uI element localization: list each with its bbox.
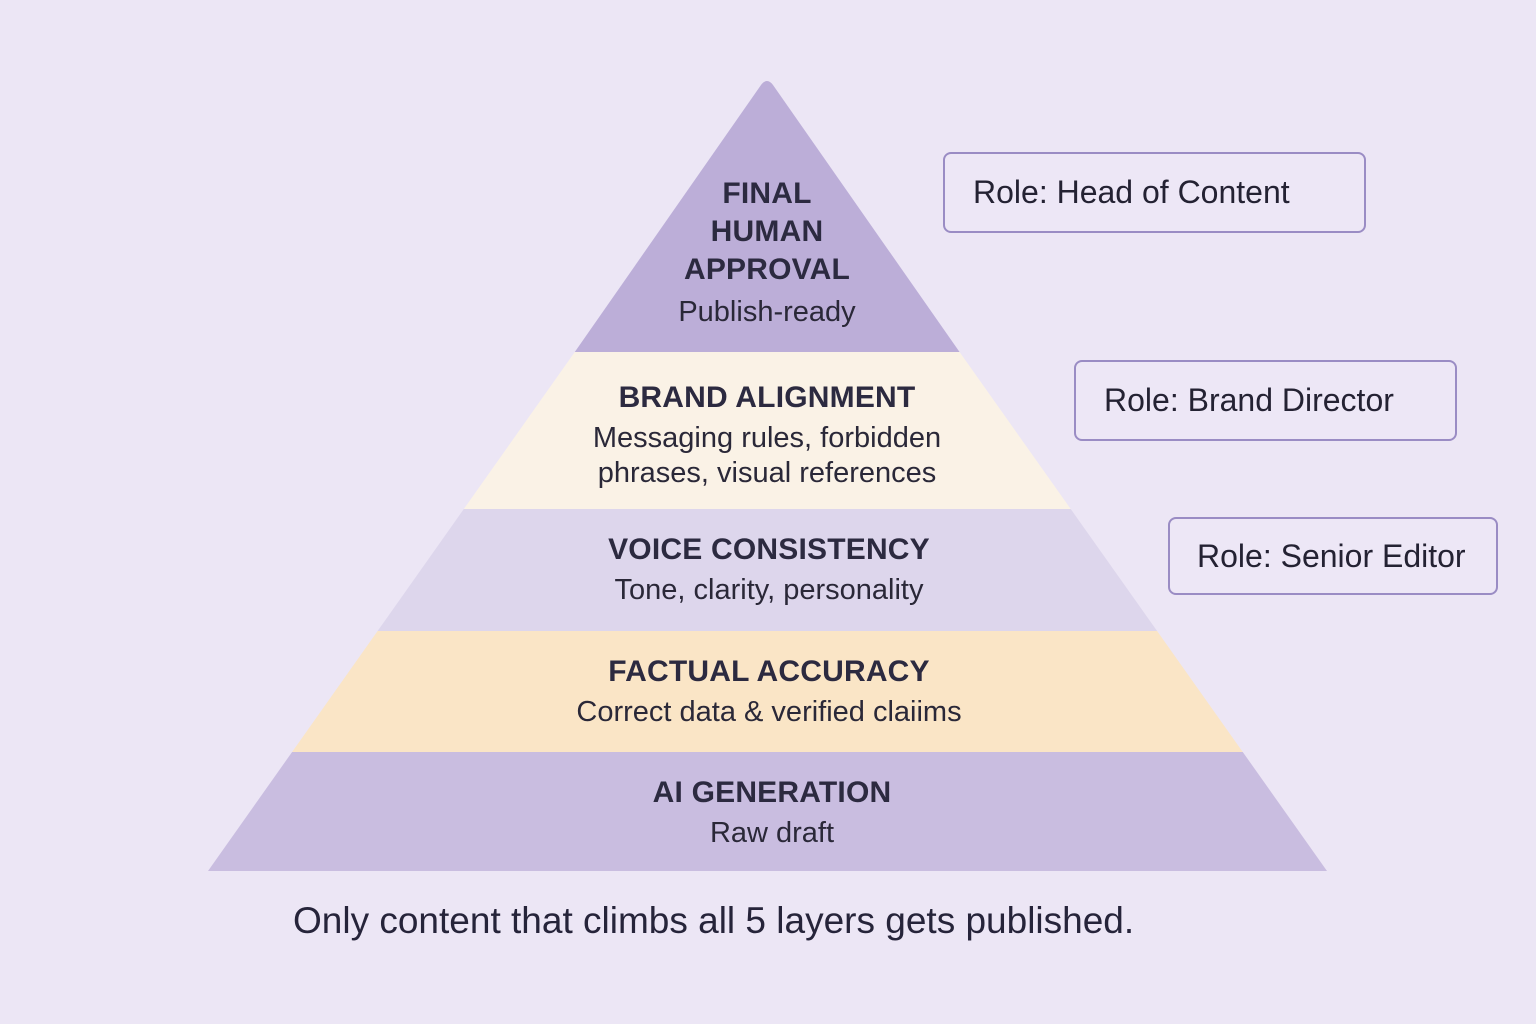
layer-final-human-approval-band xyxy=(574,81,960,352)
role-head-of-content: Role: Head of Content xyxy=(943,152,1366,233)
layer-description: Messaging rules, forbidden xyxy=(592,422,942,454)
layer-description: Publish-ready xyxy=(678,296,856,328)
layer-voice-consistency-band xyxy=(377,509,1158,631)
layer-description: phrases, visual references xyxy=(597,457,937,489)
layer-brand-alignment: BRAND ALIGNMENT Messaging rules, forbidd… xyxy=(487,379,1047,491)
role-brand-director: Role: Brand Director xyxy=(1074,360,1457,441)
layer-factual-accuracy-band xyxy=(292,631,1243,752)
layer-title: APPROVAL xyxy=(683,253,851,286)
layer-final-human-approval: FINAL HUMAN APPROVAL Publish-ready xyxy=(678,175,855,330)
layer-brand-alignment-band xyxy=(463,352,1071,509)
layer-description: Tone, clarity, personality xyxy=(614,574,924,606)
layer-description: Correct data & verified claiims xyxy=(576,696,962,728)
layer-description: Raw draft xyxy=(709,817,835,849)
layer-title: FACTUAL ACCURACY xyxy=(608,655,930,688)
layer-title: BRAND ALIGNMENT xyxy=(618,381,916,414)
role-senior-editor: Role: Senior Editor xyxy=(1168,517,1498,595)
layer-title: FINAL xyxy=(722,177,812,210)
layer-ai-generation-band xyxy=(208,752,1327,871)
layer-factual-accuracy: FACTUAL ACCURACY Correct data & verified… xyxy=(469,653,1069,730)
layer-ai-generation: AI GENERATION Raw draft xyxy=(472,774,1072,851)
layer-voice-consistency: VOICE CONSISTENCY Tone, clarity, persona… xyxy=(489,531,1049,608)
layer-title: AI GENERATION xyxy=(652,776,892,809)
footer-caption: Only content that climbs all 5 layers ge… xyxy=(293,900,1135,941)
layer-title: VOICE CONSISTENCY xyxy=(608,533,930,566)
layer-title: HUMAN xyxy=(710,215,824,248)
